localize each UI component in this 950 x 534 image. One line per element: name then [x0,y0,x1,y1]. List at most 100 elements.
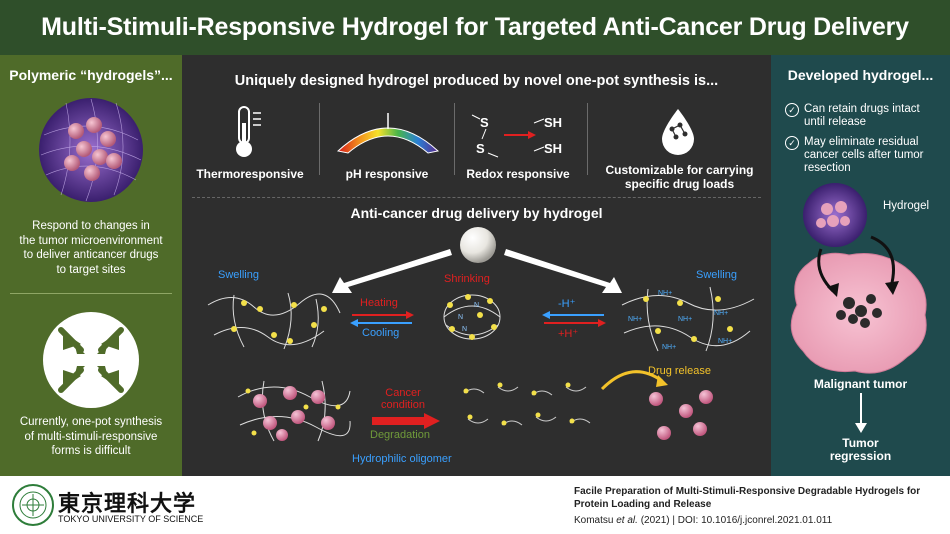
cancer-line: condition [380,399,426,411]
ref-etal: et al. [616,515,638,526]
drug-sphere [100,131,116,147]
redox-bond-icon [471,114,545,158]
heat-cool-arrows [350,311,414,327]
title-bar: Multi-Stimuli-Responsive Hydrogel for Ta… [0,0,950,55]
drug-drop-icon [662,109,694,155]
check-text: resection [804,162,851,174]
left-desc-line: of multi-stimuli-responsive [24,430,158,443]
check-text: May eliminate residual [804,136,919,148]
label-plus-h: +H⁺ [558,328,579,340]
svg-text:NH+: NH+ [714,310,728,317]
drug-sphere [64,155,80,171]
degraded-fragments [463,382,591,426]
ph-gauge-icon [336,113,440,154]
right-panel: Developed hydrogel... ✓ Can retain drugs… [771,55,950,476]
label-tumor-regression: Tumor regression [771,437,950,463]
label-hydrophilic: Hydrophilic oligomer [352,453,452,465]
reference-block: Facile Preparation of Multi-Stimuli-Resp… [574,485,934,527]
feature-thermo: Thermoresponsive [196,167,304,181]
feature-custom-line: specific drug loads [624,177,735,191]
left-desc-line: the tumor microenvironment [19,234,163,247]
release-arc-arrow [600,370,668,391]
label-drug-release: Drug release [648,365,711,377]
svg-text:N: N [474,302,479,309]
feature-divider [454,103,455,175]
hydrogel-network-icon [39,98,143,202]
left-description-1: Respond to changes in the tumor microenv… [0,219,182,277]
released-drugs [649,390,713,440]
university-seal-logo [12,484,54,526]
feature-custom-line: Customizable for carrying [605,163,754,177]
drug-sphere [76,141,92,157]
thermometer-icon [236,106,261,157]
svg-text:N: N [462,326,467,333]
left-desc-line: Currently, one-pot synthesis [19,416,163,428]
center-panel: Uniquely designed hydrogel produced by n… [182,55,771,476]
svg-text:NH+: NH+ [718,338,732,345]
feature-custom: Customizable for carrying specific drug … [592,163,767,191]
compress-arrows-icon [43,312,139,408]
left-heading: Polymeric “hydrogels”... [9,67,173,83]
left-panel: Polymeric “hydrogels”... Respond to chan… [0,55,182,476]
ph-arrows [542,311,606,327]
ref-authors: Komatsu [574,515,614,526]
label-swelling-right: Swelling [696,269,737,281]
ref-doi: (2021) | DOI: 10.1016/j.jconrel.2021.01.… [637,515,833,526]
drug-sphere [86,117,102,133]
left-desc-line: forms is difficult [51,445,131,457]
left-divider [10,293,172,294]
label-cancer-condition: Cancer condition [368,387,438,411]
label-minus-h: -H⁺ [558,298,576,310]
check-item-1: ✓ Can retain drugs intact until release [785,103,945,129]
check-text: Can retain drugs intact [804,103,920,115]
cancer-line: Cancer [385,387,421,399]
right-heading: Developed hydrogel... [787,67,934,83]
redox-sh1: SH [544,115,563,130]
university-name-jp: 東京理科大学 [58,491,197,516]
reference-citation: Komatsu et al. (2021) | DOI: 10.1016/j.j… [574,514,934,527]
label-shrinking: Shrinking [444,273,490,285]
section-divider [192,197,761,198]
page-title: Multi-Stimuli-Responsive Hydrogel for Ta… [41,13,909,41]
regression-line: regression [829,449,892,463]
label-hydrogel: Hydrogel [883,200,930,212]
label-malignant-tumor: Malignant tumor [813,377,908,391]
redox-sh2: SH [544,141,563,156]
redox-s1: S [480,115,489,130]
degradation-arrow [372,413,440,429]
check-item-2: ✓ May eliminate residual cancer cells af… [785,136,945,175]
reference-title: Protein Loading and Release [574,499,712,510]
svg-text:NH+: NH+ [678,316,692,323]
label-swelling-left: Swelling [218,269,259,281]
left-description-2: Currently, one-pot synthesis of multi-st… [0,415,182,459]
drug-sphere [68,123,84,139]
down-arrow [855,393,867,433]
left-desc-line: to target sites [56,263,126,276]
feature-ph: pH responsive [345,167,429,181]
drug-sphere [106,153,122,169]
check-text: cancer cells after tumor [804,149,924,161]
redox-s2: S [476,141,485,156]
drug-loaded-network [237,380,351,442]
svg-text:NH+: NH+ [658,290,672,297]
tumor-illustration [790,183,927,374]
label-cooling: Cooling [362,327,400,339]
svg-text:NH+: NH+ [628,316,642,323]
center-subheading: Anti-cancer drug delivery by hydrogel [350,205,603,221]
feature-divider [587,103,588,175]
center-heading: Uniquely designed hydrogel produced by n… [234,73,719,89]
label-degradation: Degradation [370,429,430,441]
left-desc-line: Respond to changes in [32,220,150,232]
shrunk-network: NNN [443,294,501,340]
left-desc-line: to deliver anticancer drugs [23,249,159,261]
swollen-network-right: NH+NH+NH+NH+NH+NH+ [621,286,755,352]
feature-redox: Redox responsive [466,167,570,181]
label-heating: Heating [360,297,398,309]
swollen-network-left [207,292,341,350]
drug-sphere [84,165,100,181]
university-name-en: TOKYO UNIVERSITY OF SCIENCE [58,514,204,524]
footer: 東京理科大学 TOKYO UNIVERSITY OF SCIENCE Facil… [0,476,950,534]
reference-title: Facile Preparation of Multi-Stimuli-Resp… [574,486,921,497]
drug-sphere [92,149,108,165]
check-icon: ✓ [785,103,799,117]
